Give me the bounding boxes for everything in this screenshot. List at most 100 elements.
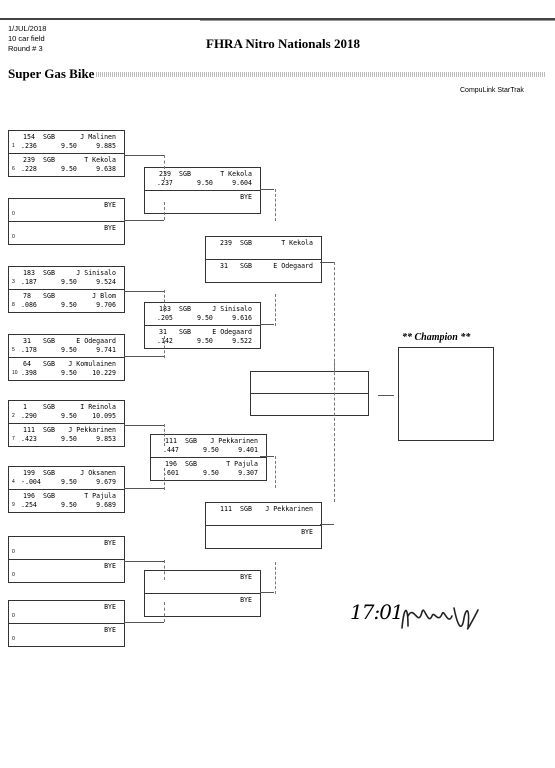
racer-name: J Komulainen (68, 360, 116, 368)
reaction-time: .398 (21, 369, 37, 377)
bracket-slot: 239 SGB T Kekola (206, 237, 321, 259)
dial-in: 9.50 (61, 301, 77, 309)
dial-in: 9.50 (61, 478, 77, 486)
racer-name: T Kekola (220, 170, 252, 178)
racer-name: T Pajula (84, 492, 116, 500)
car-number: 31 (159, 328, 167, 336)
car-number: 31 (220, 262, 228, 270)
connector-line (320, 524, 334, 525)
elapsed-time: 9.616 (232, 314, 252, 322)
bracket-slot: 0 BYE (9, 623, 124, 646)
bye-label: BYE (240, 193, 252, 201)
lane-number: 1 (12, 143, 15, 149)
lane-number: 9 (12, 502, 15, 508)
champion-label: ** Champion ** (402, 332, 471, 343)
final-divider (251, 393, 368, 394)
class-code: SGB (240, 239, 252, 247)
dial-in: 9.50 (61, 501, 77, 509)
lane-number: 8 (12, 302, 15, 308)
dial-in: 9.50 (203, 469, 219, 477)
connector-line (320, 262, 334, 263)
elapsed-time: 9.706 (96, 301, 116, 309)
class-code: SGB (43, 469, 55, 477)
event-name: Super Gas Bike (8, 66, 95, 81)
racer-name: J Blom (92, 292, 116, 300)
racer-name: T Pajula (226, 460, 258, 468)
class-code: SGB (179, 170, 191, 178)
connector-dash (275, 294, 276, 326)
connector-line (124, 291, 164, 292)
connector-dash (164, 560, 165, 580)
connector-line (260, 324, 274, 325)
car-number: 78 (23, 292, 31, 300)
connector-line (124, 622, 164, 623)
final-matchup (250, 371, 369, 416)
bye-label: BYE (240, 596, 252, 604)
racer-name: J Oksanen (80, 469, 116, 477)
lane-number: 10 (12, 370, 18, 376)
reaction-time: .423 (21, 435, 37, 443)
bye-label: BYE (104, 562, 116, 570)
car-number: 196 (165, 460, 177, 468)
lane-number: 0 (12, 234, 15, 240)
dial-in: 9.50 (197, 179, 213, 187)
bye-label: BYE (301, 528, 313, 536)
class-code: SGB (240, 505, 252, 513)
elapsed-time: 9.604 (232, 179, 252, 187)
reaction-time: .228 (21, 165, 37, 173)
elapsed-time: 9.679 (96, 478, 116, 486)
lane-number: 0 (12, 211, 15, 217)
header-field: 10 car field (8, 34, 45, 43)
bye-label: BYE (104, 201, 116, 209)
connector-line (260, 456, 274, 457)
connector-dash (275, 189, 276, 221)
connector-dash (164, 424, 165, 446)
dial-in: 9.50 (61, 346, 77, 354)
dial-in: 9.50 (61, 278, 77, 286)
bye-label: BYE (104, 626, 116, 634)
lane-number: 2 (12, 413, 15, 419)
page-title: FHRA Nitro Nationals 2018 (206, 36, 360, 51)
class-code: SGB (43, 403, 55, 411)
lane-number: 5 (12, 347, 15, 353)
connector-line (124, 561, 164, 562)
lane-number: 0 (12, 636, 15, 642)
connector-dash (334, 262, 335, 372)
car-number: 196 (23, 492, 35, 500)
racer-name: E Odegaard (76, 337, 116, 345)
connector-line (260, 189, 274, 190)
racer-name: T Kekola (281, 239, 313, 247)
connector-dash (164, 290, 165, 312)
champion-box (398, 347, 494, 441)
connector-dash (164, 155, 165, 180)
class-code: SGB (240, 262, 252, 270)
racer-name: J Sinisalo (212, 305, 252, 313)
elapsed-time: 9.307 (238, 469, 258, 477)
car-number: 111 (165, 437, 177, 445)
car-number: 239 (220, 239, 232, 247)
lane-number: 0 (12, 613, 15, 619)
connector-line (124, 488, 164, 489)
connector-dash (275, 456, 276, 488)
class-code: SGB (43, 492, 55, 500)
car-number: 183 (23, 269, 35, 277)
class-code: SGB (185, 460, 197, 468)
racer-name: E Odegaard (212, 328, 252, 336)
dial-in: 9.50 (61, 142, 77, 150)
connector-dash (164, 202, 165, 220)
